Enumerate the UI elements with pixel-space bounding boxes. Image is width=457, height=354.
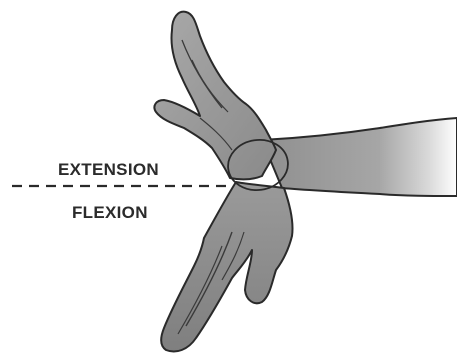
forearm xyxy=(262,118,457,196)
flexion-label: FLEXION xyxy=(72,203,148,222)
hand-extension xyxy=(154,12,276,180)
hand-flexion xyxy=(161,182,292,352)
extension-label: EXTENSION xyxy=(58,160,159,179)
